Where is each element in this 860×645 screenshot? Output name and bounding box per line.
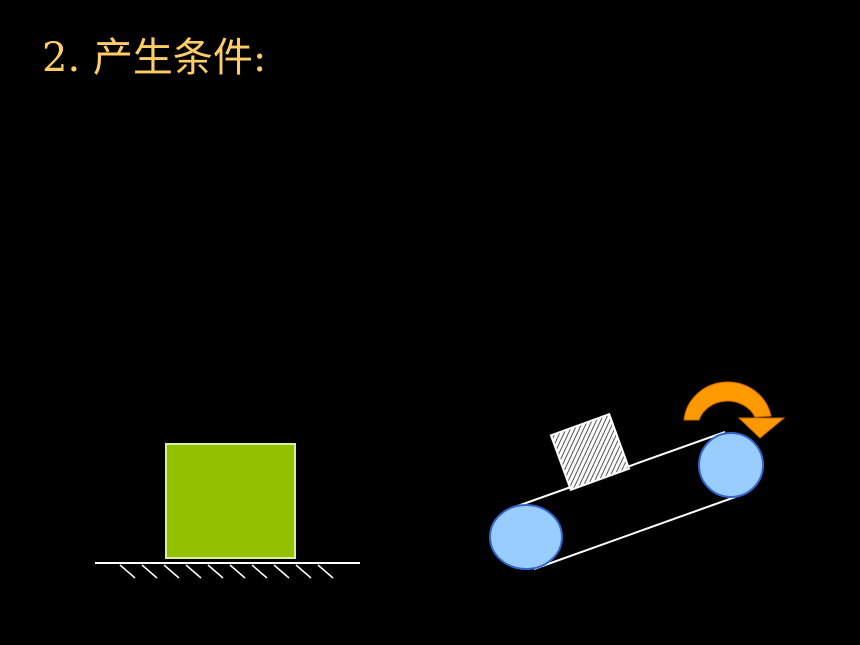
clockwise-arrow-icon: [683, 381, 786, 439]
conveyor-scene: [489, 381, 786, 570]
belt-bottom: [533, 495, 739, 570]
hatched-box-icon: [549, 412, 631, 492]
hatched-ground-icon: [119, 564, 334, 579]
slide-title: 2. 产生条件:: [42, 35, 267, 81]
upper-pulley: [698, 432, 764, 498]
lower-pulley: [489, 504, 563, 570]
ground-scene: [95, 443, 360, 579]
green-block: [165, 443, 296, 559]
